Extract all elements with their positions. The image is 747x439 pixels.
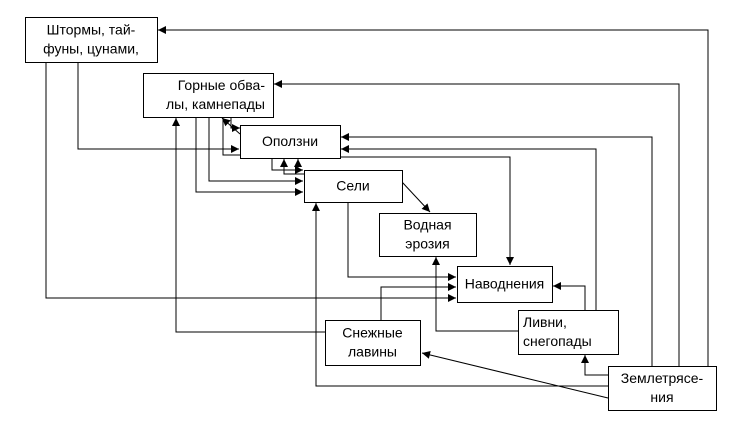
node-box	[304, 170, 403, 203]
node-label-line: Водная	[403, 217, 451, 233]
edge-storms-rockfalls-2	[230, 118, 240, 132]
nodes-layer: Штормы, тай-фуны, цунами,Горные обва-лы,…	[25, 17, 717, 411]
node-rockfalls: Горные обва-лы, камнепады	[143, 73, 274, 118]
edge-earthquake-to-avalanches-line	[421, 352, 609, 399]
arrowhead-icon	[231, 145, 239, 153]
arrowhead-icon	[422, 350, 431, 359]
arrowhead-icon	[274, 80, 282, 88]
edge-rains-to-floods	[553, 282, 586, 310]
edge-avalanches-to-rockfalls	[172, 118, 325, 333]
arrowhead-icon	[172, 118, 180, 126]
node-box	[608, 366, 717, 411]
node-label-line: лы, камнепады	[166, 96, 265, 112]
node-label-line: снегопады	[523, 333, 592, 349]
node-box	[379, 213, 477, 257]
edges-layer	[45, 26, 709, 399]
node-label-line: Штормы, тай-	[47, 22, 136, 38]
node-landslides: Оползни	[240, 125, 341, 159]
node-rains: Ливни, снегопады	[518, 310, 619, 355]
node-box	[457, 266, 553, 303]
edge-rockfalls-to-mudflows-line	[195, 118, 303, 193]
arrowhead-icon	[341, 133, 349, 141]
edge-earthquake-to-avalanches	[421, 350, 609, 399]
arrowhead-icon	[295, 166, 303, 174]
arrowhead-icon	[448, 283, 456, 291]
arrowhead-icon	[294, 159, 302, 167]
arrowhead-icon	[295, 177, 303, 185]
node-label-line: ния	[650, 389, 673, 405]
node-avalanches: Снежные лавины	[325, 320, 421, 366]
node-label-line: Наводнения	[465, 276, 544, 292]
edge-rockfalls-landslides-mid	[294, 159, 302, 170]
edge-earthquake-to-storms	[158, 26, 709, 366]
edge-storms-to-floods	[45, 63, 456, 302]
edge-mudflows-to-floods-line	[347, 203, 456, 278]
arrowhead-icon	[158, 26, 166, 34]
edge-mudflows-to-landslides	[280, 159, 304, 175]
edge-rains-to-floods-line	[553, 285, 586, 310]
edge-earthquake-to-landslides-line	[341, 136, 653, 366]
edge-earthquake-to-rockfalls-line	[274, 83, 680, 366]
edge-rains-to-landslides-line	[341, 148, 597, 310]
node-label-line: Сели	[336, 178, 369, 194]
node-label-line: Горные обва-	[178, 77, 266, 93]
node-label-line: эрозия	[405, 236, 449, 252]
arrowhead-icon	[448, 294, 456, 302]
edge-mudflows-to-water_erosion	[401, 181, 431, 213]
arrowhead-icon	[581, 355, 589, 363]
arrowhead-icon	[432, 257, 440, 265]
edge-earthquake-to-rockfalls	[274, 80, 680, 366]
edge-avalanches-to-rockfalls-line	[175, 118, 325, 333]
node-box	[240, 125, 341, 159]
edge-rockfalls-to-mudflows	[195, 118, 303, 196]
node-mudflows: Сели	[304, 170, 403, 203]
edge-landslides-to-floods	[341, 156, 514, 265]
edge-rains-to-landslides	[341, 145, 597, 310]
node-floods: Наводнения	[457, 266, 553, 303]
edge-avalanches-to-floods-line	[380, 286, 456, 320]
arrowhead-icon	[421, 203, 430, 212]
node-label-line: лавины	[348, 344, 397, 360]
node-box	[143, 73, 274, 118]
edge-rockfalls-mudflows-2	[208, 118, 303, 185]
arrowhead-icon	[222, 118, 231, 127]
edge-earthquake-to-mudflows-line	[315, 203, 608, 387]
node-label-line: Оползни	[262, 133, 318, 149]
edge-earthquake-to-storms-line	[158, 29, 709, 366]
arrowhead-icon	[506, 257, 514, 265]
node-label-line: Ливни,	[523, 314, 567, 330]
arrowhead-icon	[280, 159, 288, 167]
node-box	[325, 320, 421, 366]
node-earthquake: Землетрясе-ния	[608, 366, 717, 411]
edge-earthquake-to-rains-line	[584, 355, 608, 376]
edge-rains-to-water_erosion	[432, 257, 518, 332]
edge-rains-to-water_erosion-line	[435, 257, 518, 332]
edge-mudflows-to-floods	[347, 203, 456, 281]
edge-earthquake-to-rains	[581, 355, 608, 376]
arrowhead-icon	[232, 124, 240, 132]
node-water-erosion: Водная эрозия	[379, 213, 477, 257]
arrowhead-icon	[448, 273, 456, 281]
edge-rockfalls-mudflows-2-line	[208, 118, 303, 182]
edge-storms-to-landslides	[77, 63, 239, 153]
arrowhead-icon	[553, 282, 561, 290]
arrowhead-icon	[295, 188, 303, 196]
edge-earthquake-to-landslides	[341, 133, 653, 366]
node-storms: Штормы, тай-фуны, цунами,	[25, 17, 158, 63]
edge-earthquake-to-mudflows	[312, 203, 608, 387]
edge-storms-to-landslides-line	[77, 63, 239, 150]
node-box	[518, 310, 619, 355]
arrowhead-icon	[341, 145, 349, 153]
arrowhead-icon	[312, 203, 320, 211]
node-label-line: фуны, цунами,	[43, 41, 139, 57]
edge-avalanches-to-floods	[380, 283, 456, 320]
edge-storms-to-floods-line	[45, 63, 456, 299]
edge-landslides-to-floods-line	[341, 156, 511, 265]
node-box	[25, 17, 158, 63]
node-label-line: Землетрясе-	[621, 370, 704, 386]
node-label-line: Снежные	[342, 325, 403, 341]
